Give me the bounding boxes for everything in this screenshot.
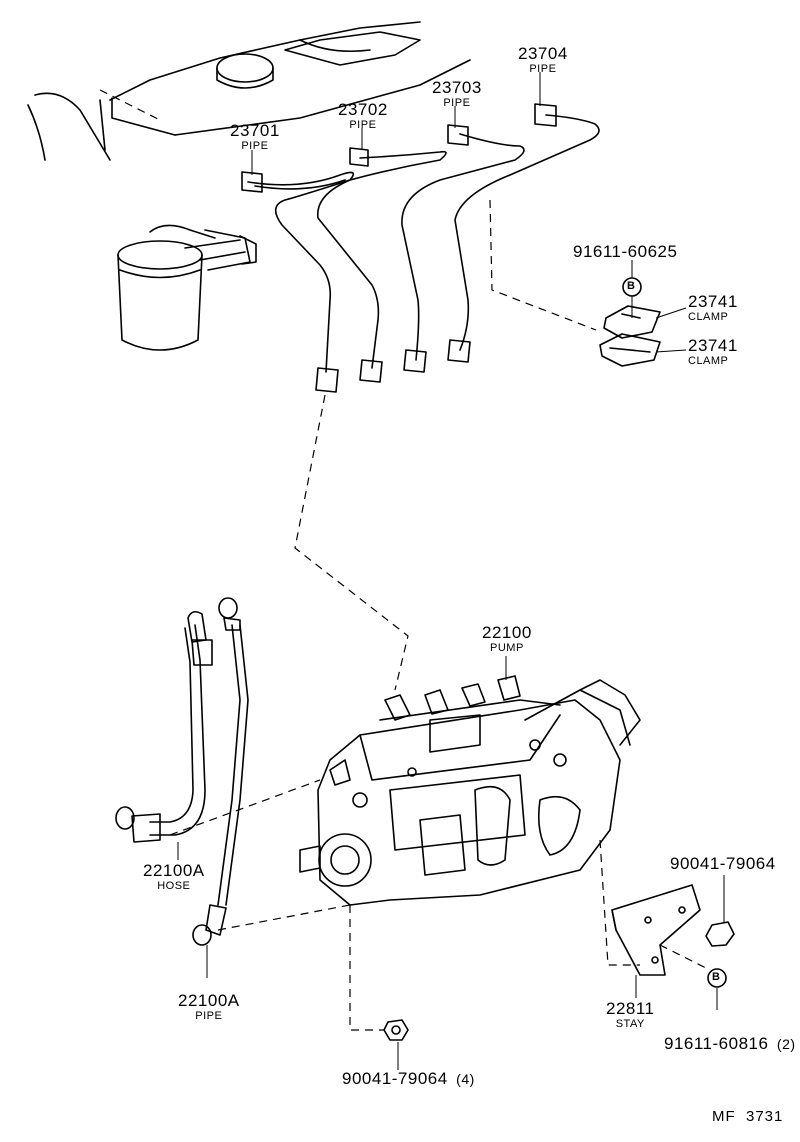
label-stay-22811: 22811 STAY bbox=[606, 1000, 655, 1030]
engine-head-cover-drawing bbox=[27, 21, 471, 161]
fuel-filter-drawing bbox=[117, 224, 257, 351]
stay-drawing bbox=[611, 884, 701, 976]
part-number: 91611-60625 bbox=[573, 242, 678, 261]
part-number: 23702 bbox=[338, 100, 388, 119]
label-clamp-lower: 23741 CLAMP bbox=[688, 337, 738, 367]
fasteners-drawing bbox=[383, 921, 735, 1041]
label-bolt-91611-60816: 91611-60816 (2) bbox=[664, 1035, 796, 1053]
label-leader-lines bbox=[177, 72, 725, 1070]
part-number: 23741 bbox=[688, 292, 738, 311]
label-nut-90041-79064-top: 90041-79064 bbox=[670, 855, 776, 873]
part-number: 23704 bbox=[518, 44, 568, 63]
part-name: PUMP bbox=[490, 642, 524, 654]
part-name: PIPE bbox=[195, 1010, 223, 1022]
part-number: 22100A bbox=[143, 861, 205, 880]
pipe-22100a-drawing bbox=[192, 597, 249, 946]
part-name: PIPE bbox=[529, 63, 557, 75]
dashed-leader-lines bbox=[99, 89, 711, 1031]
hose-drawing bbox=[115, 610, 213, 843]
part-name: CLAMP bbox=[688, 355, 729, 367]
part-quantity: (2) bbox=[776, 1036, 796, 1052]
label-pipe-23701: 23701 PIPE bbox=[230, 122, 280, 152]
part-number: 23741 bbox=[688, 336, 738, 355]
label-pipe-22100a: 22100A PIPE bbox=[178, 992, 240, 1022]
label-pipe-23703: 23703 PIPE bbox=[432, 79, 482, 109]
part-quantity: (4) bbox=[456, 1071, 475, 1087]
label-hose-22100a: 22100A HOSE bbox=[143, 862, 205, 892]
part-name: PIPE bbox=[241, 140, 269, 152]
part-name: CLAMP bbox=[688, 311, 729, 323]
bolt-marker-drawing bbox=[622, 277, 727, 988]
bolt-marker-top: B bbox=[627, 281, 635, 292]
bolt-marker-letter: B bbox=[712, 971, 720, 983]
bolt-marker-bottom: B bbox=[712, 972, 720, 983]
label-pipe-23704: 23704 PIPE bbox=[518, 45, 568, 75]
part-number: 90041-79064 bbox=[342, 1069, 448, 1088]
part-number: 91611-60816 bbox=[664, 1034, 769, 1053]
part-name: PIPE bbox=[443, 97, 471, 109]
part-number: 23701 bbox=[230, 121, 280, 140]
part-name: STAY bbox=[615, 1018, 645, 1030]
figure-code: MF 3731 bbox=[712, 1108, 784, 1125]
part-number: 22100A bbox=[178, 991, 240, 1010]
part-number: 22811 bbox=[606, 999, 655, 1018]
part-name: HOSE bbox=[157, 880, 191, 892]
clamps-drawing bbox=[599, 305, 661, 367]
label-bolt-91611-60625: 91611-60625 bbox=[573, 243, 677, 261]
bolt-marker-letter: B bbox=[627, 280, 635, 292]
label-nut-90041-79064-bottom: 90041-79064 (4) bbox=[342, 1070, 475, 1088]
part-number: 23703 bbox=[432, 78, 482, 97]
part-number: 22100 bbox=[482, 623, 532, 642]
part-number: 90041-79064 bbox=[670, 854, 776, 873]
injection-pump-drawing bbox=[299, 675, 641, 906]
label-pump-22100: 22100 PUMP bbox=[482, 624, 532, 654]
injection-pipes-drawing bbox=[241, 103, 600, 393]
label-pipe-23702: 23702 PIPE bbox=[338, 101, 388, 131]
part-name: PIPE bbox=[349, 119, 377, 131]
label-clamp-upper: 23741 CLAMP bbox=[688, 293, 738, 323]
